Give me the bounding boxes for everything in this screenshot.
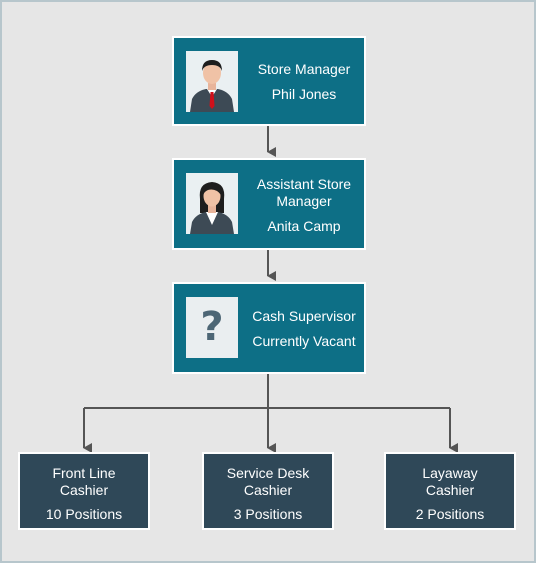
- node-layaway-cashier[interactable]: Layaway Cashier 2 Positions: [384, 452, 516, 530]
- female-avatar-icon: [186, 173, 238, 234]
- node-service-desk-cashier[interactable]: Service Desk Cashier 3 Positions: [202, 452, 334, 530]
- node-person-name: Anita Camp: [267, 218, 341, 234]
- node-positions: 10 Positions: [45, 506, 123, 522]
- node-title-line-1: Front Line: [52, 465, 116, 481]
- node-title-line-1: Service Desk: [226, 465, 310, 481]
- node-positions: 2 Positions: [415, 506, 485, 522]
- node-title-line-2: Manager: [276, 193, 332, 209]
- node-positions: 3 Positions: [233, 506, 303, 522]
- node-store-manager[interactable]: Store Manager Phil Jones: [172, 36, 366, 126]
- node-title: Store Manager: [257, 61, 351, 77]
- node-assistant-store-manager[interactable]: Assistant Store Manager Anita Camp: [172, 158, 366, 250]
- male-avatar-icon: [186, 51, 238, 112]
- node-front-line-cashier[interactable]: Front Line Cashier 10 Positions: [18, 452, 150, 530]
- node-cash-supervisor[interactable]: ? Cash Supervisor Currently Vacant: [172, 282, 366, 374]
- node-title: Cash Supervisor: [252, 308, 356, 324]
- question-mark-icon: ?: [186, 297, 238, 358]
- node-title-line-1: Assistant Store: [256, 176, 352, 192]
- node-person-name: Phil Jones: [271, 86, 337, 102]
- node-title-line-2: Cashier: [425, 482, 475, 498]
- node-title-line-1: Layaway: [422, 465, 478, 481]
- node-person-name: Currently Vacant: [252, 333, 356, 349]
- node-title-line-2: Cashier: [243, 482, 293, 498]
- node-title-line-2: Cashier: [59, 482, 109, 498]
